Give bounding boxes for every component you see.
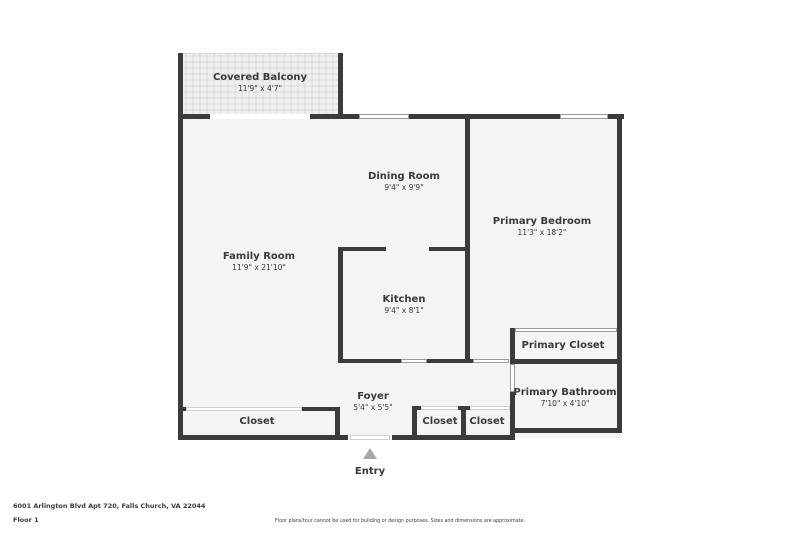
wall-closet-divider (461, 406, 466, 440)
wall-kitchen-top-right (429, 247, 469, 251)
primary-closet-top-opening (515, 328, 617, 332)
wall-primary-closet-left (510, 328, 515, 363)
room-dimensions: 7'10" x 4'10" (540, 399, 590, 408)
floor-label: Floor 1 (13, 516, 39, 524)
room-name: Foyer (357, 391, 389, 402)
foyer-lower-floor (336, 360, 514, 438)
room-name: Covered Balcony (212, 72, 308, 83)
room-dimensions: 9'4" x 9'9" (384, 183, 424, 192)
closet1-door (186, 407, 302, 411)
room-label-family-room: Family Room 11'9" x 21'10" (223, 250, 295, 273)
room-name: Closet (469, 416, 505, 427)
entry-door-opening (350, 435, 390, 440)
bedroom-door-opening (473, 359, 509, 363)
room-name: Closet (239, 416, 275, 427)
wall-closet2-top-left (412, 406, 421, 410)
room-name: Dining Room (368, 171, 440, 182)
balcony-door-opening (210, 114, 310, 119)
property-address: 6001 Arlington Blvd Apt 720, Falls Churc… (13, 502, 206, 510)
wall-bottom-left (178, 435, 348, 440)
room-name: Closet (422, 416, 458, 427)
wall-kitchen-bottom-right (427, 359, 473, 363)
room-label-closet-left: Closet (239, 415, 274, 428)
room-label-primary-closet: Primary Closet (522, 339, 605, 352)
room-label-covered-balcony: Covered Balcony 11'9" x 4'7" (213, 71, 307, 94)
room-dimensions: 11'3" x 18'2" (517, 228, 567, 237)
wall-bath-bottom (510, 428, 622, 433)
window-dining (359, 114, 409, 119)
wall-right (617, 114, 622, 432)
wall-closet1-top-left (178, 407, 186, 411)
room-dimensions: 11'9" x 21'10" (232, 263, 286, 272)
room-label-primary-bedroom: Primary Bedroom 11'3" x 18'2" (493, 215, 591, 238)
room-dimensions: 11'9" x 4'7" (237, 84, 283, 93)
balcony-floor (178, 53, 342, 117)
disclaimer: Floor plans/tour cannot be used for buil… (274, 519, 526, 524)
wall-closet-bath-divider (510, 359, 622, 364)
room-name: Primary Bathroom (513, 387, 617, 398)
wall-kitchen-left (338, 247, 343, 363)
wall-left (178, 114, 183, 439)
wall-closet1-right (335, 407, 340, 440)
room-name: Kitchen (382, 294, 426, 305)
room-label-primary-bathroom: Primary Bathroom 7'10" x 4'10" (513, 386, 616, 409)
room-label-closet-middle: Closet (422, 415, 457, 428)
wall-bath-left (510, 392, 515, 439)
balcony-wall-left (178, 53, 183, 119)
room-label-closet-right: Closet (469, 415, 504, 428)
kitchen-opening (401, 359, 427, 363)
closet3-door (470, 406, 510, 410)
room-name: Family Room (222, 251, 296, 262)
wall-bedroom-left (465, 114, 470, 363)
entry-label: Entry (354, 466, 386, 477)
wall-kitchen-bottom-left (338, 359, 401, 363)
balcony-wall-right (338, 53, 343, 119)
room-label-dining-room: Dining Room 9'4" x 9'9" (368, 170, 440, 193)
room-label-foyer: Foyer 5'4" x 5'5" (353, 390, 392, 413)
wall-kitchen-top-left (338, 247, 386, 251)
room-name: Primary Bedroom (492, 216, 592, 227)
primary-bath-door (510, 364, 515, 392)
closet2-door (421, 406, 459, 410)
wall-bottom-right (392, 435, 515, 440)
room-dimensions: 5'4" x 5'5" (353, 403, 393, 412)
wall-closet1-top-right (302, 407, 340, 411)
room-dimensions: 9'4" x 8'1" (384, 306, 424, 315)
window-bedroom (560, 114, 608, 119)
room-name: Primary Closet (521, 340, 605, 351)
room-label-kitchen: Kitchen 9'4" x 8'1" (383, 293, 426, 316)
entry-arrow-icon (363, 448, 377, 459)
wall-closet2-left (412, 406, 417, 440)
